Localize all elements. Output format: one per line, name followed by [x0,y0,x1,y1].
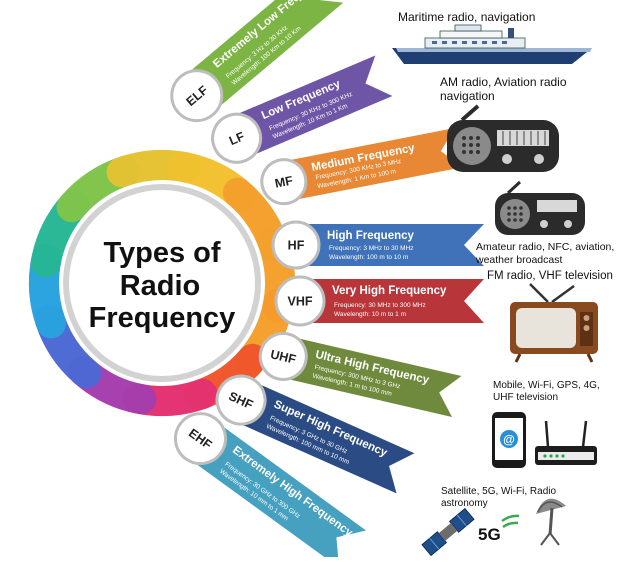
band-badge [215,374,267,426]
band-badge [258,331,308,381]
application-am-line-1: AM radio, Aviation radio [440,75,567,89]
title-line-2: Radio [120,270,201,302]
band-name: High Frequency [327,230,415,242]
band-ribbon [186,420,367,562]
band-badge [271,220,321,270]
band-badge [274,275,326,327]
application-mobile-line-1: Mobile, Wi-Fi, GPS, 4G, [493,380,600,391]
band-ribbon [278,336,462,417]
band-abbr: LF [227,129,247,148]
band-ribbon [232,380,415,494]
color-ring [28,149,296,417]
application-maritime: Maritime radio, navigation [398,10,535,24]
band-abbr: VHF [288,295,313,309]
band-badge [170,69,224,123]
satellite-icon [421,507,475,557]
band-wavelength: Wavelength: 10 m to 1 m [334,311,406,318]
band-frequency: Frequency: 30 MHz to 300 MHz [334,302,426,309]
title-line-3: Frequency [89,302,236,334]
application-fm: FM radio, VHF television [487,270,613,284]
application-am-line-2: navigation [440,89,495,104]
5g-icon: 5G [478,514,520,544]
band-badge [260,158,308,206]
band-abbr: HF [288,239,305,253]
band-ribbon [296,224,484,266]
title-badge: Types of Radio Frequency [63,184,261,382]
application-am: AM radio, Aviation radio navigation [440,75,567,104]
band-ribbon [182,0,344,114]
dish-antenna-icon [536,498,566,546]
tv-icon [510,283,598,363]
router-icon [535,420,597,465]
ship-icon [392,24,592,64]
application-satellite-line-1: Satellite, 5G, Wi-Fi, Radio [441,486,557,497]
application-amateur-line-1: Amateur radio, NFC, aviation, [476,241,615,253]
band-badge [211,112,263,164]
5g-badge-text: 5G [478,525,501,544]
application-maritime-line-1: Maritime radio, navigation [398,10,536,24]
radio-icon [447,104,559,172]
small-radio-icon [495,180,585,235]
band-ribbon [228,55,393,159]
title-line-1: Types of [103,237,220,269]
band-wavelength: Wavelength: 100 m to 10 m [329,254,408,261]
band-abbr: MF [274,173,295,190]
band-abbr: UHF [269,347,298,367]
application-amateur: Amateur radio, NFC, aviation, weather br… [476,241,614,266]
application-mobile: Mobile, Wi-Fi, GPS, 4G, UHF television [493,380,600,404]
application-satellite: Satellite, 5G, Wi-Fi, Radio astronomy [441,486,556,510]
band-name: Very High Frequency [332,285,447,297]
application-fm-line-1: FM radio, VHF television [487,270,613,282]
band-frequency: Frequency: 3 MHz to 30 MHz [329,245,414,252]
application-mobile-line-2: UHF television [493,392,559,403]
phone-at-symbol: @ [503,433,515,447]
application-amateur-line-2: weather broadcast [476,253,563,266]
band-ribbon [280,128,463,202]
band-ribbon [300,279,484,323]
band-badge [173,412,227,466]
phone-icon: @ [492,412,526,468]
title-circle [63,184,261,382]
application-satellite-line-2: astronomy [441,498,488,509]
